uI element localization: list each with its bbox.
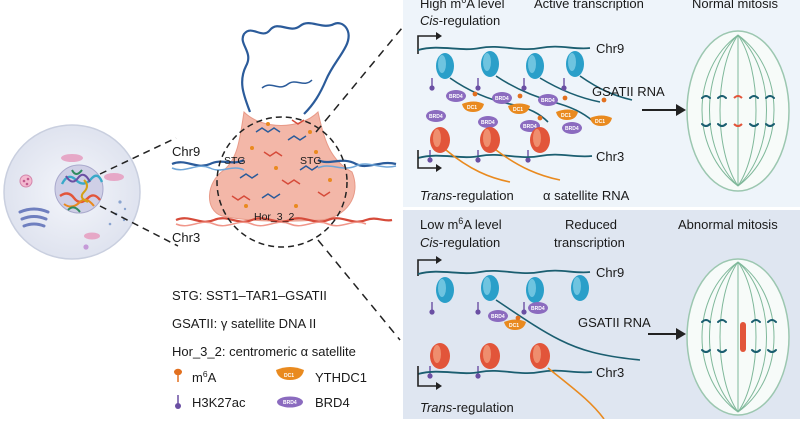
legend-h3k27ac: H3K27ac xyxy=(192,395,246,410)
top-protein-cluster: BRD4 BRD4 BRD4 DC1 DC1 DC1 DC1 BRD4 BRD4… xyxy=(426,90,612,134)
bottom-transcription-line2: transcription xyxy=(554,235,625,250)
top-transcription-label: Active transcription xyxy=(534,0,644,11)
svg-text:BRD4: BRD4 xyxy=(565,126,579,132)
top-mitosis-label: Normal mitosis xyxy=(692,0,778,11)
legend-m6a: m6A xyxy=(192,369,217,385)
svg-text:DC1: DC1 xyxy=(509,323,519,329)
svg-text:DC1: DC1 xyxy=(513,107,523,113)
svg-text:DC1: DC1 xyxy=(467,105,477,111)
svg-text:BRD4: BRD4 xyxy=(523,124,537,130)
center-chr9-label: Chr9 xyxy=(172,144,200,159)
legend-ythdc1: YTHDC1 xyxy=(315,370,367,385)
legend-def-stg: STG: SST1–TAR1–GSATII xyxy=(172,288,327,303)
svg-text:DC1: DC1 xyxy=(595,119,605,125)
bottom-cis-label: Cis-regulation xyxy=(420,235,500,250)
center-chr3-label: Chr3 xyxy=(172,230,200,245)
zoom-line-bottom xyxy=(317,239,401,341)
svg-text:BRD4: BRD4 xyxy=(283,400,297,406)
bottom-trans-label: Trans-regulation xyxy=(420,400,514,415)
bottom-transcription-line1: Reduced xyxy=(565,217,617,232)
zoom-line-top xyxy=(315,27,403,133)
bottom-level-label: Low m6A level xyxy=(420,216,502,232)
stg-right-label: STG xyxy=(300,155,322,167)
top-gsatii-rna-label: GSATII RNA xyxy=(592,84,665,99)
top-cis-label: Cis-regulation xyxy=(420,13,500,28)
svg-text:BRD4: BRD4 xyxy=(449,94,463,100)
svg-text:DC1: DC1 xyxy=(284,373,294,379)
legend-brd4: BRD4 xyxy=(315,395,350,410)
svg-text:BRD4: BRD4 xyxy=(541,98,555,104)
hor-label: Hor_3_2 xyxy=(254,211,294,223)
zoom-line xyxy=(99,137,177,175)
svg-text:BRD4: BRD4 xyxy=(481,120,495,126)
svg-text:DC1: DC1 xyxy=(561,113,571,119)
ythdc1-icon: DC1 xyxy=(276,367,304,380)
top-alpha-rna-label: α satellite RNA xyxy=(543,188,630,203)
svg-text:BRD4: BRD4 xyxy=(429,114,443,120)
zoom-circle xyxy=(216,116,348,248)
legend-def-hor: Hor_3_2: centromeric α satellite xyxy=(172,344,356,359)
abnormal-mitosis-cell xyxy=(686,258,790,416)
legend: STG: SST1–TAR1–GSATII GSATII: γ satellit… xyxy=(172,288,367,410)
top-chr3-label: Chr3 xyxy=(596,149,624,164)
bottom-mitosis-label: Abnormal mitosis xyxy=(678,217,778,232)
bottom-panel: Low m6A level Cis-regulation Reduced tra… xyxy=(417,216,790,420)
brd4-icon: BRD4 xyxy=(277,396,303,408)
center-chromatin-diagram xyxy=(171,22,397,248)
top-level-label: High m6A level xyxy=(420,0,505,11)
svg-text:BRD4: BRD4 xyxy=(531,306,545,312)
legend-def-gsatii: GSATII: γ satellite DNA II xyxy=(172,316,316,331)
svg-text:BRD4: BRD4 xyxy=(495,96,509,102)
bottom-protein-cluster: BRD4 DC1 BRD4 xyxy=(488,302,548,330)
normal-mitosis-cell xyxy=(686,30,790,192)
cell-illustration xyxy=(3,124,141,260)
bottom-gsatii-rna-label: GSATII RNA xyxy=(578,315,651,330)
zoom-line xyxy=(99,205,179,247)
top-chr9-label: Chr9 xyxy=(596,41,624,56)
svg-text:BRD4: BRD4 xyxy=(491,314,505,320)
top-trans-label: Trans-regulation xyxy=(420,188,514,203)
top-panel: High m6A level Cis-regulation Active tra… xyxy=(417,0,790,203)
h3k27ac-icon xyxy=(175,395,181,409)
m6a-icon xyxy=(174,368,182,382)
bottom-chr3-label: Chr3 xyxy=(596,365,624,380)
stg-left-label: STG xyxy=(224,155,246,167)
bottom-chr9-label: Chr9 xyxy=(596,265,624,280)
